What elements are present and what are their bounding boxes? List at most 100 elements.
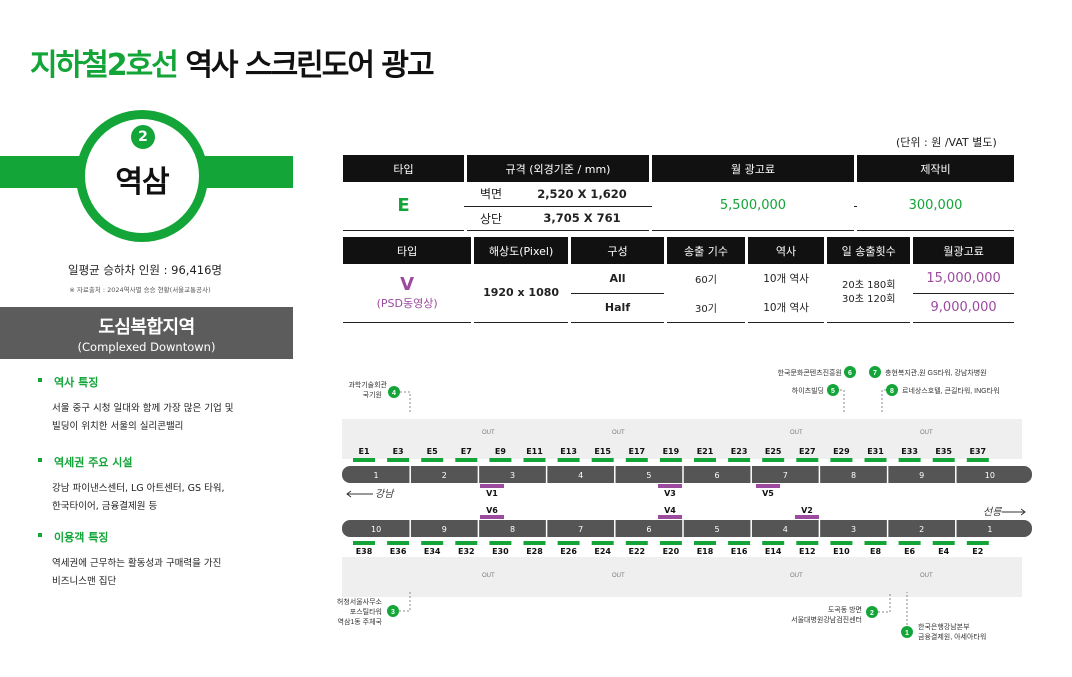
bottom-exit-label: E18: [697, 547, 714, 556]
feature-head: 역사 특징: [38, 374, 233, 390]
zone-subtitle: (Complexed Downtown): [77, 340, 216, 354]
exit-1-num: 1: [905, 630, 909, 637]
type-v-sub: (PSD동영상): [376, 297, 438, 311]
bottom-exit-label: E8: [870, 547, 881, 556]
row-label: 벽면: [467, 182, 515, 207]
top-v-screen: [480, 484, 504, 488]
exit-3-label: 특허청서울사무소: [337, 597, 383, 606]
top-exit-label: E1: [358, 447, 369, 456]
config-all: All: [570, 264, 665, 294]
line-number-badge: 2: [131, 125, 155, 149]
th-fee: 월광고료: [913, 237, 1014, 264]
exit-5-connector: [840, 389, 845, 412]
data-source: ※ 자료출처 : 2024역사별 승승 현황(서울교통공사): [69, 286, 211, 294]
top-exit-label: E27: [799, 447, 816, 456]
exit-3-label: 포스틸타워: [350, 607, 382, 616]
bottom-exit-label: E28: [526, 547, 543, 556]
bottom-v-screen: [658, 515, 682, 519]
top-car-number: 9: [919, 471, 924, 480]
exit-2-num: 2: [870, 610, 874, 617]
zone-title: 도심복합지역: [98, 317, 195, 338]
exit-3-num: 3: [391, 609, 395, 616]
exit-4-label: 과학기술회관: [348, 380, 387, 389]
unit-note: (단위 : 원 /VAT 별도): [896, 136, 997, 149]
bottom-exit-label: E2: [972, 547, 983, 556]
bottom-exit-label: E30: [492, 547, 509, 556]
out-label: OUT: [920, 573, 933, 579]
bottom-door-mark: [387, 541, 410, 545]
exit-7-num: 7: [873, 370, 877, 377]
th-type: 타입: [343, 237, 472, 264]
bottom-car-number: 10: [371, 525, 381, 534]
th-config: 구성: [570, 237, 665, 264]
daily-riders: 일평균 승하차 인원 : 96,416명: [68, 263, 222, 277]
daily-cell: 20초 180회 30초 120회: [827, 264, 911, 323]
exit-8-label: 르네상스호텔, 큰길타워, ING타워: [902, 386, 1000, 395]
bottom-door-mark: [591, 541, 614, 545]
bottom-car-number: 5: [715, 525, 720, 534]
top-door-mark: [455, 458, 478, 462]
bottom-door-mark: [625, 541, 648, 545]
bottom-train: [342, 520, 1032, 537]
exit-6-label: 한국문화콘텐츠진흥원: [778, 368, 842, 377]
exit-4-connector: [400, 391, 411, 412]
bottom-car-number: 6: [646, 525, 651, 534]
feature-line: 역세권에 근무하는 활동성과 구매력을 가진: [52, 558, 222, 569]
fee-all: 15,000,000: [913, 264, 1014, 294]
exit-4-num: 4: [392, 390, 396, 397]
exit-5-num: 5: [831, 388, 835, 395]
top-door-mark: [966, 458, 989, 462]
out-label: OUT: [790, 430, 803, 436]
exit-3-badge: [387, 605, 399, 617]
bottom-door-mark: [966, 541, 989, 545]
top-exit-label: E19: [663, 447, 680, 456]
th-daily: 일 송출횟수: [827, 237, 911, 264]
bottom-door-mark: [898, 541, 921, 545]
top-door-mark: [557, 458, 580, 462]
top-exit-label: E23: [731, 447, 748, 456]
bottom-exit-label: E10: [833, 547, 850, 556]
bottom-v-screen: [795, 515, 819, 519]
bottom-door-mark: [728, 541, 751, 545]
exit-2-connector: [878, 592, 891, 613]
top-v-label: V5: [762, 489, 774, 498]
bottom-door-mark: [455, 541, 478, 545]
feature-users: 이용객 특징 역세권에 근무하는 활동성과 구매력을 가진 비즈니스맨 집단: [38, 529, 221, 591]
exit-8-connector: [881, 389, 886, 412]
bottom-corridor: [342, 557, 1022, 597]
bottom-car-number: 8: [510, 525, 515, 534]
out-label: OUT: [612, 573, 625, 579]
bottom-door-mark: [557, 541, 580, 545]
bottom-door-mark: [421, 541, 444, 545]
top-exit-label: E29: [833, 447, 850, 456]
exit-5-label: 하이츠빌딩: [792, 386, 824, 395]
arrow-right-head-icon: [1020, 508, 1026, 516]
feature-body: 역세권에 근무하는 활동성과 구매력을 가진 비즈니스맨 집단: [38, 555, 221, 591]
th-resolution: 해상도(Pixel): [474, 237, 568, 264]
feature-facilities: 역세권 주요 시설 강남 파이낸스센터, LG 아트센터, GS 타워, 한국타…: [38, 454, 225, 516]
top-door-mark: [898, 458, 921, 462]
top-exit-label: E9: [495, 447, 506, 456]
stations-all: 10개 역사: [763, 273, 809, 285]
top-car-number: 3: [510, 471, 515, 480]
top-exit-label: E21: [697, 447, 714, 456]
top-exit-label: E35: [935, 447, 952, 456]
config-half: Half: [570, 293, 665, 323]
top-car-number: 8: [851, 471, 856, 480]
title-rest: 역사 스크린도어 광고: [185, 48, 434, 83]
top-car-number: 2: [442, 471, 447, 480]
bottom-exit-label: E12: [799, 547, 816, 556]
exit-2-label: 서울대병원강남검진센터: [791, 615, 862, 624]
top-exit-label: E15: [594, 447, 611, 456]
station-name: 역삼: [115, 165, 169, 200]
row-size: 3,705 X 761: [515, 206, 649, 231]
direction-right: 선릉: [983, 506, 1002, 518]
count-half: 30기: [667, 293, 745, 323]
fee-half: 9,000,000: [913, 293, 1014, 323]
row-label: 상단: [467, 206, 515, 231]
exit-2-label: 도곡동 방면: [828, 605, 862, 614]
top-exit-label: E37: [969, 447, 986, 456]
out-label: OUT: [482, 430, 495, 436]
out-label: OUT: [612, 430, 625, 436]
top-door-mark: [387, 458, 410, 462]
